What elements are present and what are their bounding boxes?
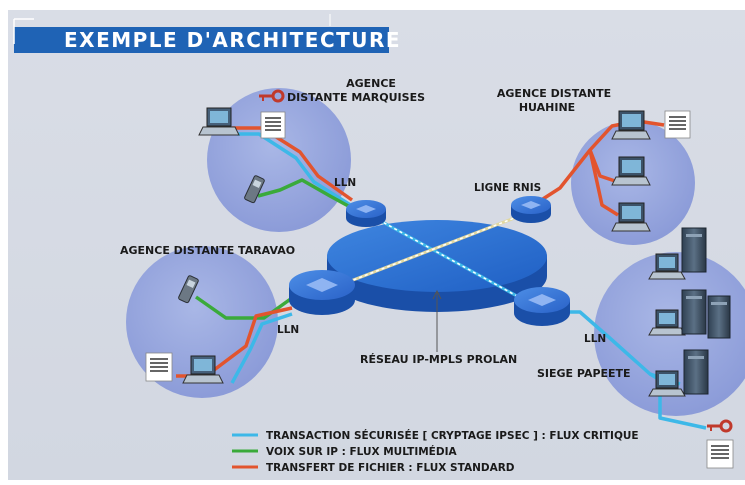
legend-item: TRANSACTION SÉCURISÉE [ CRYPTAGE IPSEC ]… bbox=[232, 429, 639, 442]
workstation-icon bbox=[648, 370, 686, 397]
network-label: RÉSEAU IP-MPLS PROLAN bbox=[360, 353, 517, 366]
legend-label: TRANSACTION SÉCURISÉE [ CRYPTAGE IPSEC ]… bbox=[266, 429, 639, 442]
laptop-icon bbox=[198, 107, 240, 136]
legend-label: VOIX SUR IP : FLUX MULTIMÉDIA bbox=[266, 445, 457, 458]
link-label-lln-marquises: LLN bbox=[334, 177, 356, 189]
server-tower-icon bbox=[683, 349, 709, 395]
router-papeete bbox=[514, 287, 570, 326]
document-icon bbox=[260, 111, 286, 139]
server-tower-icon bbox=[681, 227, 707, 273]
workstation-icon bbox=[648, 309, 686, 336]
workstation-icon bbox=[611, 110, 651, 140]
workstation-icon bbox=[611, 202, 651, 232]
server-tower-icon bbox=[707, 295, 731, 339]
link-label-rnis: LIGNE RNIS bbox=[474, 182, 541, 194]
title-banner: EXEMPLE D'ARCHITECTURE bbox=[13, 18, 401, 53]
server-tower-icon bbox=[681, 289, 707, 335]
document-icon bbox=[664, 110, 691, 139]
router-huahine bbox=[511, 196, 551, 223]
mobile-phone-icon bbox=[244, 175, 265, 204]
laptop-icon bbox=[182, 355, 224, 384]
mobile-phone-icon bbox=[178, 275, 199, 304]
router-marquises bbox=[346, 200, 386, 227]
site-circle-marquises bbox=[207, 88, 351, 232]
key-icon bbox=[707, 419, 733, 433]
mpls-network-disc bbox=[327, 220, 547, 312]
link-label-lln-taravao: LLN bbox=[277, 324, 299, 336]
document-icon bbox=[706, 439, 734, 469]
backbone-links bbox=[321, 210, 536, 308]
legend-item: VOIX SUR IP : FLUX MULTIMÉDIA bbox=[232, 445, 457, 458]
site-label-huahine-line1: AGENCE DISTANTE bbox=[497, 87, 611, 100]
site-label-taravao: AGENCE DISTANTE TARAVAO bbox=[120, 244, 295, 257]
legend-label: TRANSFERT DE FICHIER : FLUX STANDARD bbox=[266, 462, 515, 474]
site-label-huahine-line2: HUAHINE bbox=[519, 101, 575, 114]
workstation-icon bbox=[648, 253, 686, 280]
page-title: EXEMPLE D'ARCHITECTURE bbox=[64, 28, 401, 52]
legend: TRANSACTION SÉCURISÉE [ CRYPTAGE IPSEC ]… bbox=[232, 429, 639, 474]
site-label-marquises-line2: DISTANTE MARQUISES bbox=[287, 91, 425, 104]
link-label-lln-papeete: LLN bbox=[584, 333, 606, 345]
workstation-icon bbox=[611, 156, 651, 186]
router-taravao bbox=[289, 270, 355, 315]
legend-item: TRANSFERT DE FICHIER : FLUX STANDARD bbox=[232, 462, 515, 474]
document-icon bbox=[145, 352, 173, 382]
site-label-papeete: SIEGE PAPEETE bbox=[537, 367, 631, 380]
site-label-marquises-line1: AGENCE bbox=[346, 77, 396, 90]
key-icon bbox=[259, 89, 285, 103]
